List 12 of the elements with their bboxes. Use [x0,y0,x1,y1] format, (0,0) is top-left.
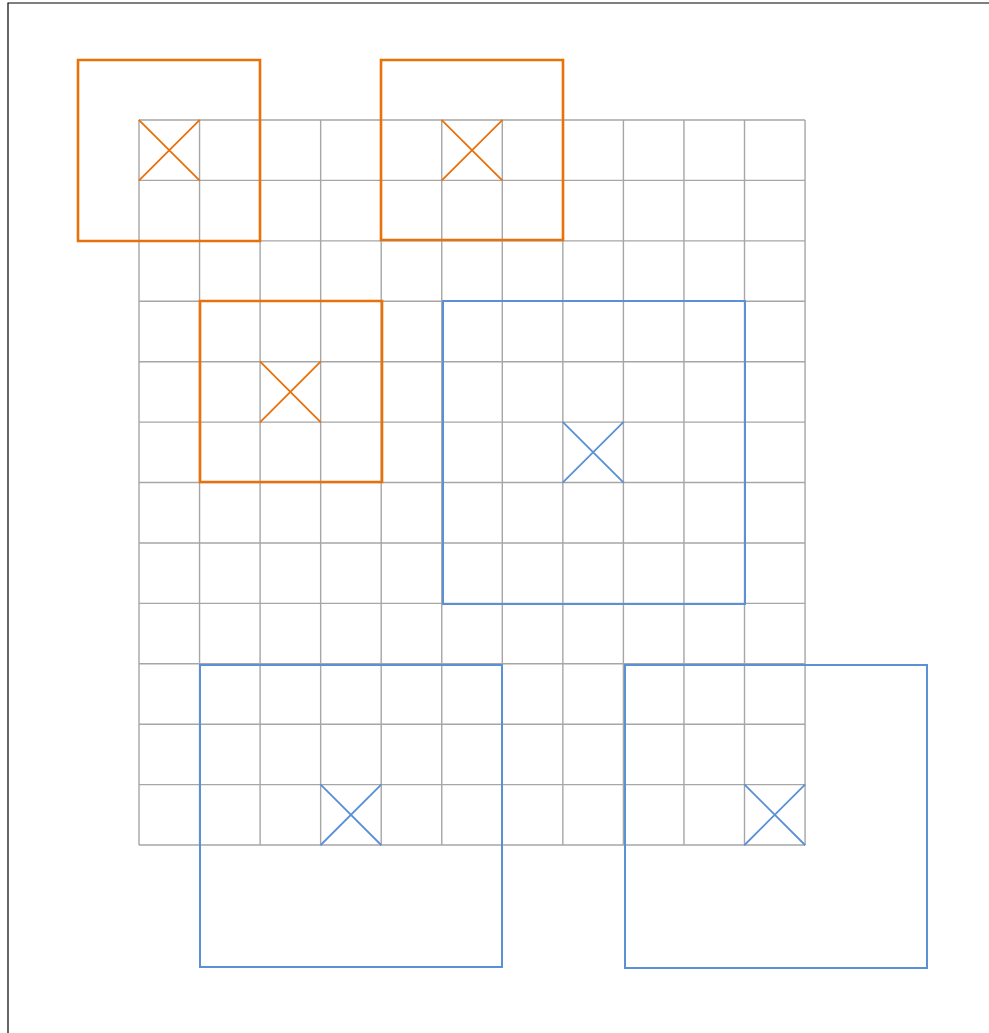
square-frame [76,58,262,243]
cross-mark [440,118,504,182]
cross-mark [561,421,625,484]
square-frame [199,664,503,968]
cross-mark [137,118,201,182]
square-frame [379,58,565,242]
square-frame [198,299,384,484]
cross-mark [259,360,322,424]
square-frame [442,300,746,605]
cross-mark [743,783,807,847]
square-frame [624,664,928,969]
cross-mark [319,783,383,847]
